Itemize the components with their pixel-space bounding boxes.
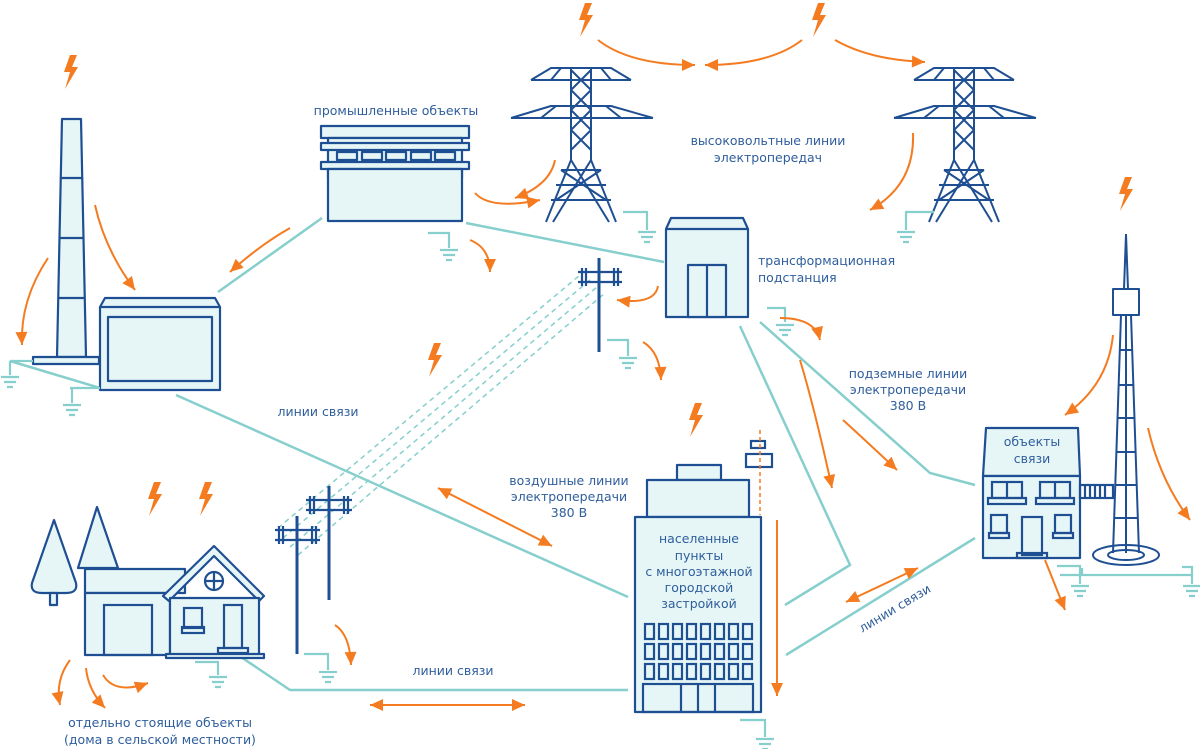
- label-overhead-3: 380 В: [551, 505, 587, 520]
- arrow-icon: [869, 132, 915, 211]
- wire-substation-comms: [759, 321, 976, 487]
- arrowhead: [370, 699, 383, 711]
- transmission-tower-icon: [893, 67, 1037, 244]
- rural-house-icon: [83, 544, 266, 689]
- double-arrow-icon: [437, 487, 553, 547]
- wire-substation-city: [738, 325, 852, 607]
- arrowhead: [526, 196, 540, 209]
- tree-icon: [76, 505, 120, 570]
- arrowhead: [438, 488, 453, 500]
- arrowhead: [484, 259, 496, 272]
- label-underground-3: 380 В: [890, 398, 926, 413]
- label-rural-2: (дома в сельской местности): [64, 732, 256, 747]
- arrowhead: [15, 331, 28, 345]
- arrow-icon: [94, 204, 136, 291]
- arrowhead: [883, 456, 897, 470]
- utility-pole-icon: [306, 486, 352, 600]
- label-city-4: городской: [665, 580, 734, 595]
- arrowhead: [654, 366, 667, 380]
- arrows: [15, 39, 1191, 711]
- label-underground-1: подземные линии: [849, 366, 967, 381]
- arrowhead: [1054, 595, 1066, 610]
- arrowhead: [846, 591, 861, 602]
- arrowhead: [91, 694, 105, 708]
- utility-pole-icon: [275, 516, 339, 684]
- label-substation-1: трансформационная: [758, 253, 895, 268]
- lightning-bolt-icon: [64, 55, 78, 89]
- lightning-bolt-icon: [428, 343, 442, 377]
- wire-city-comms: [785, 536, 976, 657]
- wire-industrial-substation: [465, 221, 665, 264]
- windows: [643, 622, 754, 681]
- label-comm-lines-bottom: линии связи: [412, 663, 493, 678]
- wire-rural-city: [237, 653, 628, 692]
- transmission-tower-icon: [510, 67, 658, 244]
- label-high-voltage-2: электропередач: [714, 150, 822, 165]
- lightning-bolt-icon: [148, 482, 162, 516]
- arrowhead: [682, 59, 695, 71]
- label-city-3: с многоэтажной: [645, 564, 752, 579]
- label-overhead-2: электропередачи: [511, 489, 627, 504]
- overhead-dashed-lines: [277, 274, 606, 556]
- label-city-5: застройкой: [661, 596, 737, 611]
- label-rural-1: отдельно стоящие объекты: [68, 715, 252, 730]
- label-comms-objects-1: объекты: [1004, 434, 1061, 449]
- label-industrial: промышленные объекты: [314, 103, 479, 118]
- arrow-icon: [799, 359, 833, 489]
- double-arrow-icon: [845, 567, 919, 603]
- label-comms-objects-2: связи: [1014, 451, 1051, 466]
- arrow-icon: [1147, 427, 1191, 521]
- utility-pole-icon: [578, 258, 639, 370]
- arrowhead: [870, 198, 885, 210]
- arrowhead: [51, 691, 64, 705]
- arrowhead: [823, 474, 836, 488]
- arrowhead: [133, 681, 148, 694]
- arrow-icon: [834, 39, 926, 63]
- arrowhead: [512, 699, 525, 711]
- arrowhead: [811, 325, 823, 340]
- arrowhead: [1177, 506, 1190, 520]
- radio-tower-icon: [1060, 233, 1200, 598]
- label-comm-lines-left: линии связи: [277, 404, 358, 419]
- label-high-voltage-1: высоковольтные линии: [691, 133, 846, 148]
- lightning-bolt-icon: [199, 482, 213, 516]
- wire-plant-industrial: [217, 216, 323, 294]
- lightning-bolt-icon: [579, 3, 593, 37]
- arrowhead: [705, 59, 718, 71]
- arrowhead: [537, 534, 552, 546]
- wires: [9, 216, 976, 692]
- apartment-building-icon: [633, 430, 776, 751]
- wire-plant-city: [175, 393, 629, 599]
- label-city-2: пункты: [675, 548, 723, 563]
- lightning-bolt-icon: [812, 3, 826, 37]
- arrowhead: [515, 187, 530, 200]
- label-underground-2: электропередачи: [850, 382, 966, 397]
- arrowhead: [344, 651, 357, 665]
- label-city-1: населенные: [659, 531, 739, 546]
- arrow-icon: [704, 39, 803, 66]
- power-plant-icon: [0, 117, 222, 417]
- tree-icon: [30, 518, 78, 607]
- arrow-icon: [469, 239, 491, 273]
- arrowhead: [911, 55, 925, 68]
- communications-building-icon: [981, 426, 1115, 598]
- label-substation-2: подстанция: [758, 270, 837, 285]
- lightning-bolt-icon: [689, 403, 703, 437]
- label-overhead-1: воздушные линии: [509, 473, 628, 488]
- arrowhead: [122, 276, 135, 290]
- arrowhead: [771, 683, 783, 696]
- arrowhead: [1065, 402, 1080, 415]
- arrow-icon: [597, 39, 696, 66]
- industrial-building-icon: [319, 124, 471, 262]
- lightning-bolt-icon: [1119, 177, 1133, 211]
- substation-icon: [664, 216, 796, 337]
- arrowhead: [230, 258, 244, 272]
- arrowhead: [617, 295, 631, 308]
- arrowhead: [903, 568, 918, 579]
- wire-plant-ground: [9, 359, 101, 390]
